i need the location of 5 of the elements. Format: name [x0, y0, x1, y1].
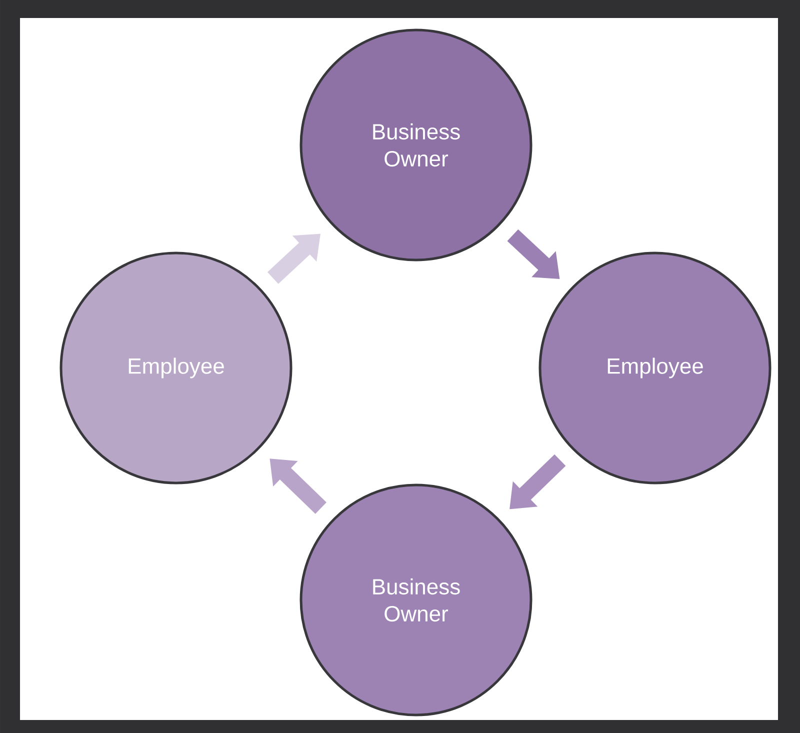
circle-node: Business Owner [300, 28, 532, 262]
circle-node: Employee [538, 252, 772, 484]
block-arrow [267, 234, 320, 284]
circle-node: Business Owner [300, 484, 532, 716]
circle-node: Employee [60, 252, 292, 484]
